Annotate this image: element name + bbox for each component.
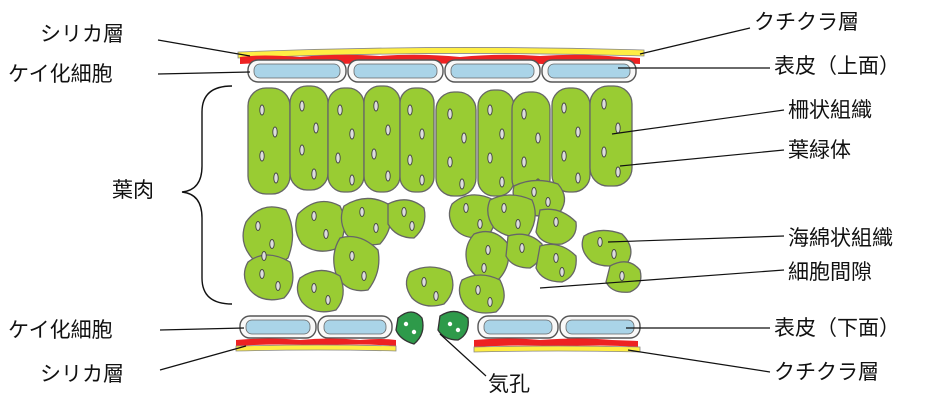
label-silicified-cell-bottom: ケイ化細胞 <box>8 318 113 342</box>
label-cuticle-bottom: クチクラ層 <box>774 360 879 384</box>
label-silicified-cell-top: ケイ化細胞 <box>8 62 113 86</box>
label-cuticle-top: クチクラ層 <box>754 10 859 34</box>
palisade-cells <box>248 86 632 196</box>
label-lower-epidermis: 表皮（下面） <box>774 316 900 340</box>
label-chloroplast: 葉緑体 <box>788 138 851 162</box>
label-palisade-tissue: 柵状組織 <box>788 98 872 122</box>
label-silica-layer-top: シリカ層 <box>40 22 124 46</box>
mesophyll-brace <box>182 86 232 304</box>
label-mesophyll: 葉肉 <box>112 178 154 202</box>
lower-cuticle-layer <box>236 345 640 352</box>
label-intercellular-space: 細胞間隙 <box>788 260 872 284</box>
guard-cells <box>396 311 468 344</box>
label-silica-layer-bottom: シリカ層 <box>40 362 124 386</box>
label-upper-epidermis: 表皮（上面） <box>774 54 900 78</box>
label-spongy-tissue: 海綿状組織 <box>788 226 893 250</box>
label-stoma: 気孔 <box>488 372 530 396</box>
spongy-cells <box>243 180 641 313</box>
